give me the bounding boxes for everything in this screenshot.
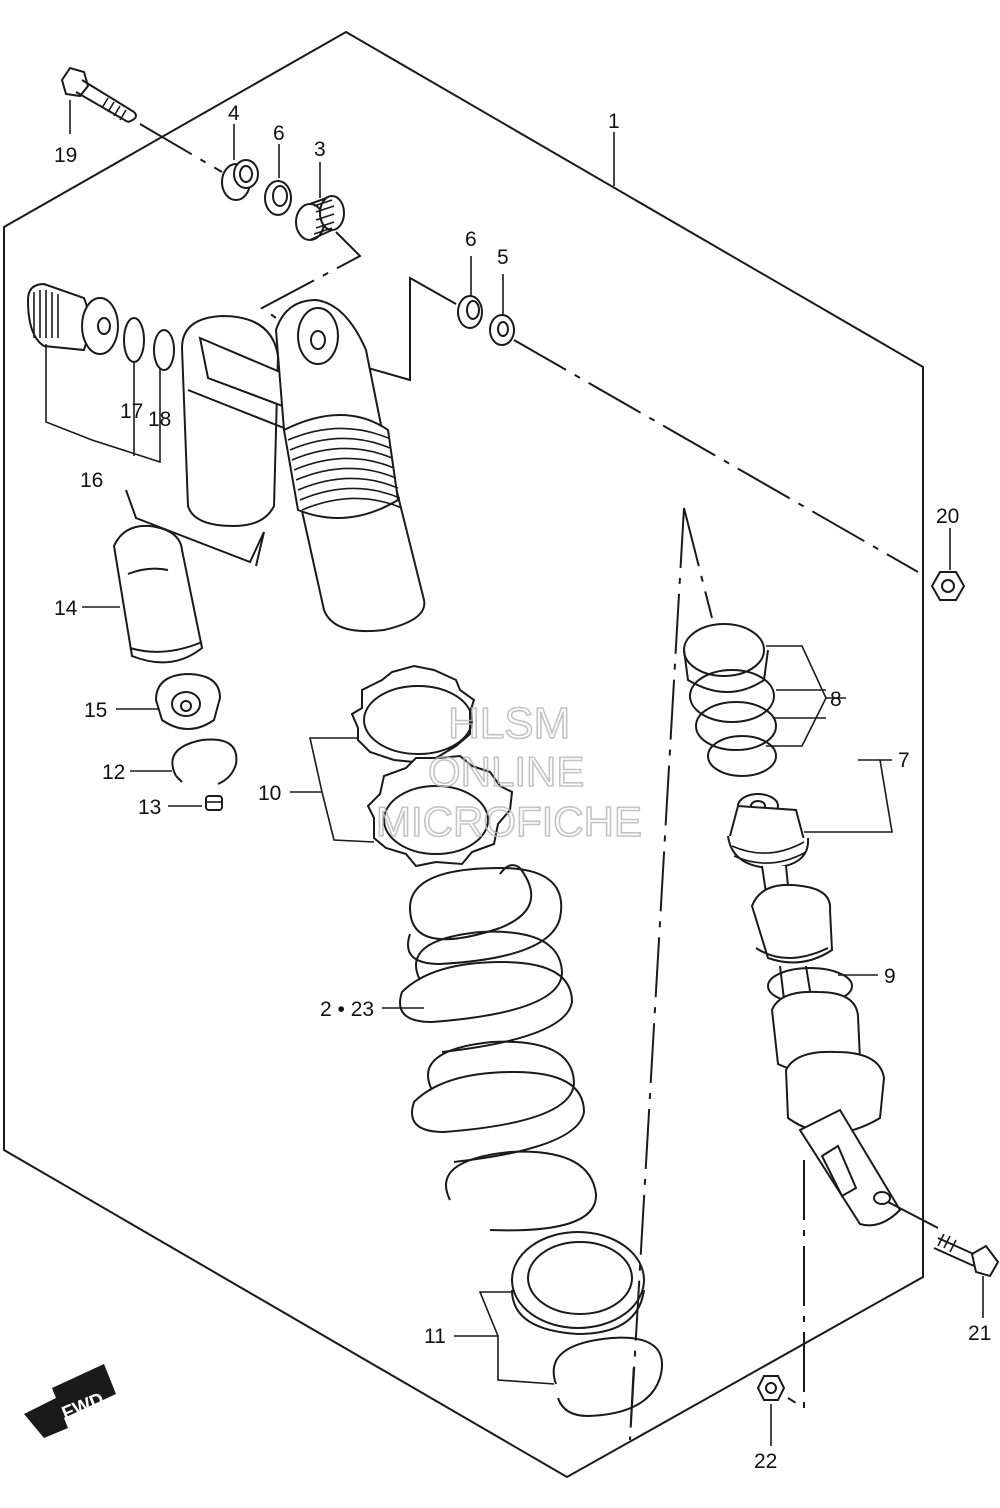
label-part-11: 11 (424, 1325, 446, 1348)
label-part-2-23: 2 • 23 (320, 998, 374, 1021)
part-1-reservoir[interactable] (180, 314, 290, 528)
label-part-5: 5 (497, 246, 509, 269)
leader (260, 231, 362, 319)
assembly-frame (3, 30, 924, 1479)
part-12-circlip[interactable] (171, 738, 238, 785)
part-9-damper-rod[interactable] (727, 793, 902, 1227)
leader (804, 759, 893, 833)
label-part-8: 8 (830, 688, 842, 711)
leader (139, 123, 223, 173)
label-part-20: 20 (936, 505, 959, 528)
watermark-line-3: MICROFICHE (376, 798, 642, 845)
leader (125, 489, 265, 567)
label-part-21: 21 (968, 1322, 991, 1345)
label-part-4: 4 (228, 102, 240, 125)
label-part-14: 14 (54, 597, 78, 620)
part-5-washer[interactable] (489, 314, 515, 346)
leader (629, 507, 685, 1441)
part-11-circlip[interactable] (552, 1336, 663, 1418)
label-part-1: 1 (608, 110, 620, 133)
label-part-22: 22 (754, 1450, 777, 1473)
fwd-arrow-icon: FWD (24, 1364, 116, 1438)
label-part-7: 7 (898, 749, 910, 772)
part-17-o-ring[interactable] (123, 317, 145, 363)
label-part-6-lower: 6 (465, 228, 477, 251)
leader (513, 339, 919, 573)
part-19-bolt[interactable] (60, 66, 137, 123)
label-part-17: 17 (120, 400, 143, 423)
part-2-23-spring[interactable] (399, 864, 598, 1232)
label-part-19: 19 (54, 144, 77, 167)
leader (887, 1201, 939, 1229)
label-part-9: 9 (884, 965, 896, 988)
label-part-18: 18 (148, 408, 171, 431)
part-6-seal-upper[interactable] (264, 180, 292, 216)
part-6-seal-lower[interactable] (457, 295, 483, 329)
watermark-line-1: HLSM (448, 699, 570, 748)
part-14-bladder[interactable] (112, 524, 204, 664)
part-22-nut[interactable] (756, 1375, 786, 1401)
leader (45, 344, 161, 464)
label-part-13: 13 (138, 796, 161, 819)
part-15-cap[interactable] (154, 672, 222, 730)
label-part-16: 16 (80, 469, 103, 492)
label-part-6-upper: 6 (273, 122, 285, 145)
leader (787, 1160, 805, 1410)
part-1-shock-body[interactable] (274, 298, 426, 633)
part-16-reservoir-cap[interactable] (26, 282, 119, 355)
leader (353, 276, 457, 382)
label-part-3: 3 (314, 138, 326, 161)
leader (683, 507, 713, 619)
part-13-valve[interactable] (205, 795, 223, 811)
leader (309, 737, 375, 843)
label-part-15: 15 (84, 699, 107, 722)
part-8-rings[interactable] (683, 623, 777, 777)
part-18-o-ring[interactable] (153, 329, 175, 371)
part-3-bearing[interactable] (295, 195, 345, 241)
label-part-10: 10 (258, 782, 281, 805)
part-10-lock-nut-lower[interactable] (366, 754, 514, 868)
part-11-spring-seat[interactable] (511, 1231, 645, 1336)
part-10-lock-nut-upper[interactable] (350, 664, 476, 764)
part-4-bushing[interactable] (221, 159, 259, 201)
label-part-12: 12 (102, 761, 125, 784)
part-20-nut[interactable] (930, 571, 966, 601)
part-21-bolt[interactable] (933, 1233, 1000, 1278)
watermark-line-2: ONLINE (428, 748, 584, 795)
